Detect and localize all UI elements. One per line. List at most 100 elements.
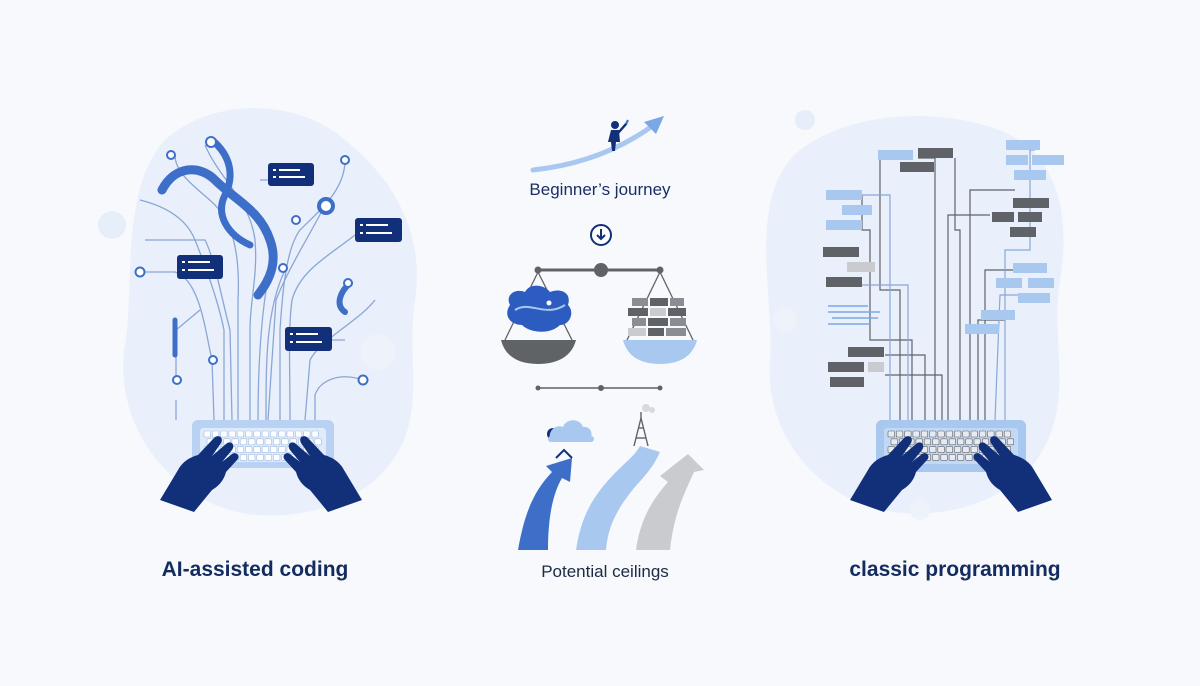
ai-assisted-coding-title: AI-assisted coding bbox=[161, 558, 349, 581]
keyboard-key bbox=[957, 438, 965, 446]
keyboard-key bbox=[954, 430, 962, 438]
ceiling-arrows bbox=[518, 404, 704, 550]
keyboard-key bbox=[311, 430, 319, 438]
keyboard-key bbox=[253, 446, 261, 453]
keyboard-key bbox=[970, 446, 978, 453]
classic-programming-panel bbox=[766, 110, 1064, 520]
keyboard-key bbox=[895, 430, 904, 438]
ai-coding-panel bbox=[98, 108, 417, 516]
keyboard-key bbox=[281, 438, 289, 446]
keyboard-key bbox=[264, 438, 272, 446]
right-deco-circle bbox=[795, 110, 815, 130]
download-circle-icon bbox=[590, 224, 612, 246]
keyboard-key bbox=[965, 454, 973, 461]
keyboard-key bbox=[261, 430, 269, 438]
keyboard-key bbox=[248, 438, 256, 446]
arrow-up-icon bbox=[636, 454, 704, 550]
keyboard-key bbox=[245, 446, 253, 453]
keyboard-key bbox=[1003, 430, 1012, 438]
ai-flow-curves bbox=[157, 136, 353, 358]
code-text-lines bbox=[828, 305, 880, 325]
hands-icon bbox=[160, 436, 362, 512]
keyboard-key bbox=[940, 438, 948, 446]
keyboard-key bbox=[278, 430, 286, 438]
keyboard-key bbox=[1006, 438, 1015, 446]
keyboard-key bbox=[973, 438, 981, 446]
right-deco-circle bbox=[773, 308, 797, 332]
keyboard-key bbox=[932, 438, 940, 446]
keyboard-key bbox=[278, 446, 286, 453]
potential-ceilings-label: Potential ceilings bbox=[541, 562, 669, 581]
keyboard-key bbox=[270, 446, 278, 453]
keyboard-key bbox=[245, 430, 253, 438]
keyboard-key bbox=[978, 430, 987, 438]
keyboard-key bbox=[253, 430, 261, 438]
keyboard-key bbox=[314, 438, 322, 446]
hands-icon bbox=[850, 436, 1052, 512]
right-deco-circle bbox=[910, 500, 930, 520]
keyboard-key bbox=[948, 454, 956, 461]
keyboard-key bbox=[220, 430, 228, 438]
keyboard-key bbox=[273, 454, 281, 461]
scale-icon bbox=[501, 263, 697, 364]
arrow-up-icon bbox=[576, 446, 660, 550]
keyboard-key bbox=[962, 446, 970, 453]
circuit-nodes bbox=[134, 136, 369, 386]
keyboard-key bbox=[929, 430, 937, 438]
keyboard-key bbox=[932, 454, 940, 461]
keyboard-key bbox=[273, 438, 281, 446]
brick-stack bbox=[628, 298, 686, 336]
cloud-icon bbox=[547, 420, 594, 442]
keyboard-key bbox=[987, 430, 995, 438]
oil-rig-icon bbox=[633, 404, 655, 447]
keyboard-key bbox=[923, 438, 932, 446]
circuit-node-large bbox=[317, 197, 335, 215]
keyboard-key bbox=[970, 430, 978, 438]
keyboard-key bbox=[948, 438, 956, 446]
keyboard-key bbox=[236, 446, 244, 453]
keyboard-key bbox=[937, 446, 945, 453]
keyboard-key bbox=[957, 454, 965, 461]
keyboard-key bbox=[940, 454, 948, 461]
left-background-blob bbox=[123, 108, 417, 516]
keyboard-key bbox=[937, 430, 945, 438]
keyboard-key bbox=[239, 454, 247, 461]
arrow-up-icon bbox=[518, 458, 572, 550]
beginners-journey-label: Beginner’s journey bbox=[529, 180, 671, 199]
keyboard-key bbox=[236, 430, 244, 438]
keyboard-key bbox=[965, 438, 973, 446]
keyboard-key bbox=[248, 454, 256, 461]
keyboard-key bbox=[303, 430, 311, 438]
keyboard-key bbox=[890, 438, 898, 446]
keyboard-key bbox=[929, 446, 937, 453]
keyboard-key bbox=[887, 430, 895, 438]
keyboard-key bbox=[995, 430, 1003, 438]
keyboard-key bbox=[203, 430, 211, 438]
keyboard-key bbox=[294, 430, 303, 438]
keyboard-key bbox=[286, 430, 294, 438]
code-blocks bbox=[823, 140, 1064, 387]
keyboard-key bbox=[962, 430, 970, 438]
keyboard-key bbox=[231, 438, 239, 446]
keyboard-key bbox=[920, 430, 929, 438]
keyboard-key bbox=[264, 454, 272, 461]
keyboard-key bbox=[270, 430, 278, 438]
code-bubbles bbox=[177, 163, 402, 351]
keyboard-key bbox=[212, 430, 220, 438]
person-on-arrow-icon bbox=[530, 116, 664, 173]
comparison-panel bbox=[501, 116, 704, 550]
keyboard-key bbox=[912, 430, 920, 438]
left-deco-circle bbox=[98, 211, 126, 239]
keyboard-key bbox=[239, 438, 247, 446]
keyboard-key bbox=[256, 438, 264, 446]
divider-line bbox=[535, 385, 663, 391]
left-deco-circle bbox=[360, 334, 396, 370]
keyboard-key bbox=[904, 430, 912, 438]
keyboard-key bbox=[228, 430, 236, 438]
classic-programming-title: classic programming bbox=[849, 558, 1061, 581]
keyboard-key bbox=[261, 446, 269, 453]
keyboard-key bbox=[945, 446, 953, 453]
keyboard-key bbox=[954, 446, 962, 453]
